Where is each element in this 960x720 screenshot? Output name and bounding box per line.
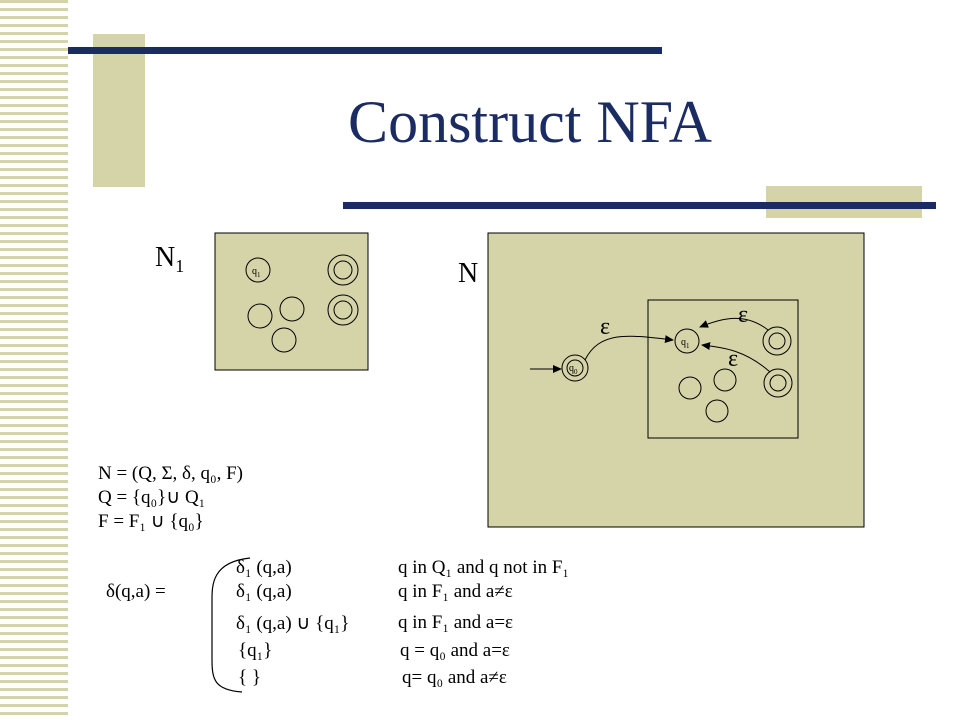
q0-accept-outer: [561, 354, 589, 382]
epsilon-label: ε: [728, 346, 738, 372]
n-accept-state-inner: [768, 332, 786, 350]
n1-start-state: [245, 257, 271, 283]
case-brace: [211, 557, 251, 693]
case-condition: q in F₁ and a≠ε: [398, 581, 513, 602]
page-title: Construct NFA: [348, 89, 712, 155]
n1-q1-label: q1: [252, 266, 261, 279]
n1-accept-state-inner: [333, 260, 353, 280]
epsilon-label: ε: [600, 314, 610, 340]
n1-state: [247, 303, 273, 329]
epsilon-label: ε: [738, 302, 748, 328]
q0-label: q0: [569, 363, 578, 376]
n1-label-sub: 1: [175, 256, 185, 276]
q1-label: q1: [681, 337, 690, 350]
n1-label-main: N: [155, 242, 176, 273]
case-value: δ₁ (q,a): [236, 557, 292, 578]
n1-state: [271, 327, 297, 353]
n1-accept-state-inner: [333, 300, 353, 320]
q0-accept-inner: [566, 359, 584, 377]
n1-accept-state-outer: [327, 254, 359, 286]
case-condition: q= q₀ and a≠ε: [402, 667, 507, 688]
case-condition: q = q₀ and a=ε: [400, 640, 510, 661]
epsilon-transition-accept1-q1: [699, 317, 769, 331]
n-inner-state: [678, 376, 702, 400]
n1-accept-state-outer: [327, 294, 359, 326]
n-inner-state: [705, 399, 729, 423]
n-accept-state-outer: [763, 368, 793, 398]
n1-state: [279, 296, 305, 322]
case-value: { }: [238, 667, 261, 688]
n-accept-state-outer: [762, 326, 792, 356]
case-value: {q₁}: [238, 640, 273, 661]
striped-sidebar: [0, 0, 68, 720]
n-label: N: [458, 258, 479, 289]
case-condition: q in Q₁ and q not in F₁: [398, 557, 570, 578]
definition-tuple: N = (Q, Σ, δ, q₀, F): [98, 463, 244, 484]
epsilon-transition-accept2-q1: [701, 342, 771, 373]
n-accept-state-inner: [769, 374, 787, 392]
case-value: δ₁ (q,a): [236, 581, 292, 602]
accent-block-top-left: [93, 34, 145, 187]
definition-states: Q = {q₀}∪ Q₁: [98, 487, 206, 508]
title-rule-bottom: [343, 202, 936, 209]
definition-final: F = F₁ ∪ {q₀}: [98, 511, 204, 532]
case-value: δ₁ (q,a) ∪ {q₁}: [236, 613, 350, 634]
epsilon-transition-q0-q1: [584, 335, 674, 361]
n-inner-state: [713, 368, 737, 392]
title-rule-top: [68, 47, 662, 54]
delta-lhs: δ(q,a) =: [106, 581, 166, 602]
nfa-definitions: N = (Q, Σ, δ, q₀, F) Q = {q₀}∪ Q₁ F = F₁…: [98, 462, 243, 534]
case-condition: q in F₁ and a=ε: [398, 612, 514, 633]
n1-label: N1: [155, 242, 184, 277]
q1-state: [674, 328, 700, 354]
